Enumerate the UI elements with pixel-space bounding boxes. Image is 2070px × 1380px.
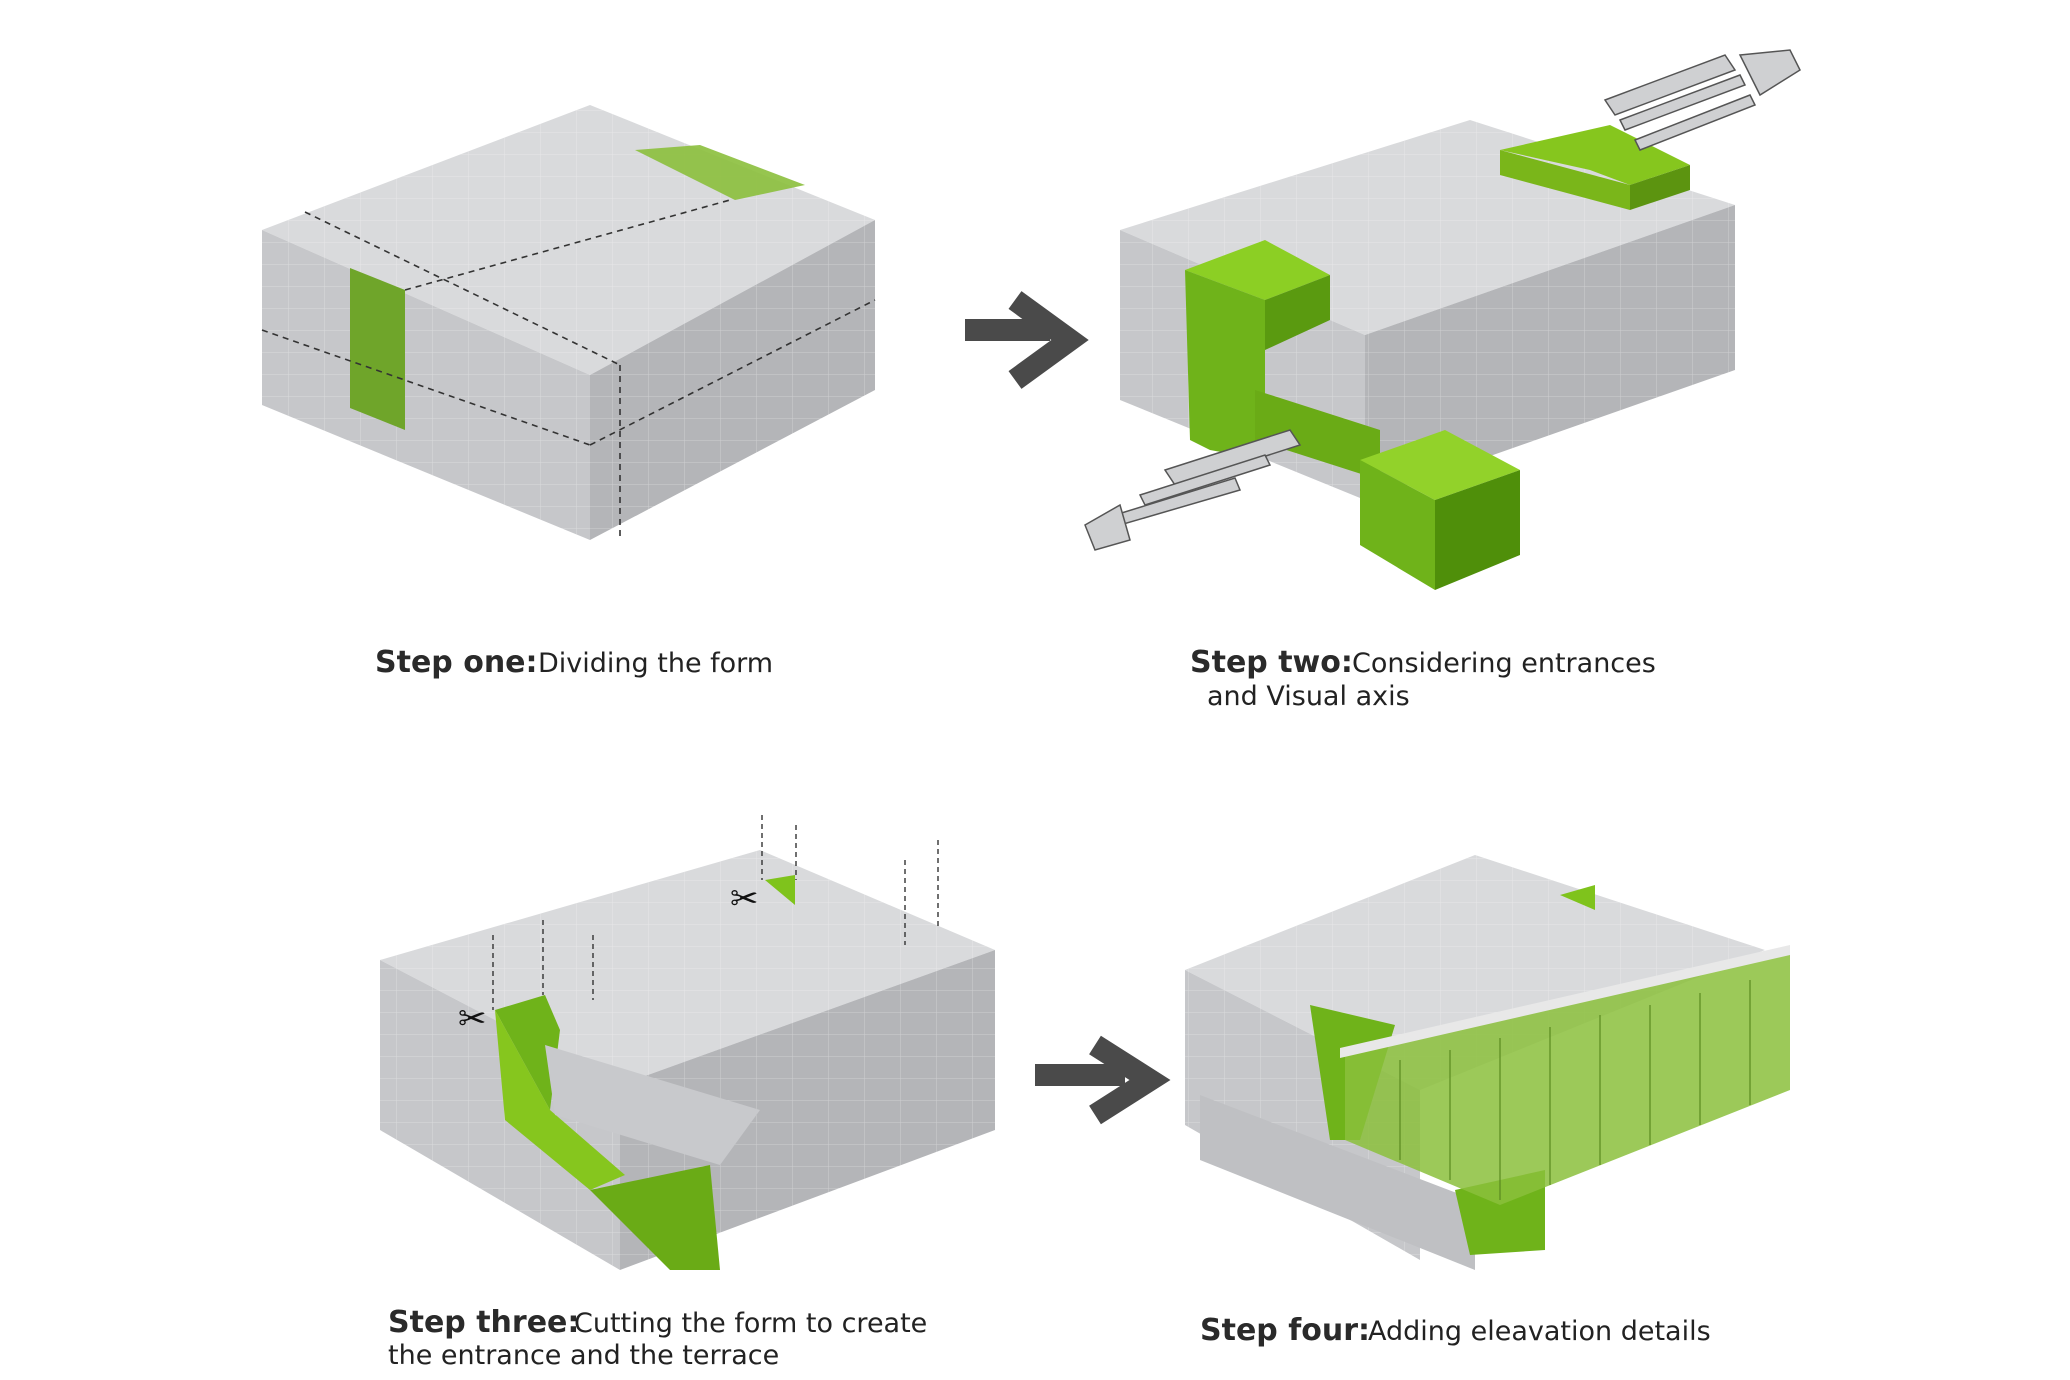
step-two-model — [1120, 120, 1735, 590]
green-strip-left — [350, 268, 405, 430]
step-four-label: Step four: — [1200, 1313, 1370, 1348]
green-roof-volume — [1500, 125, 1690, 185]
green-strip-top — [635, 145, 805, 200]
step-three-model: ✂ ✂ — [380, 815, 995, 1270]
step-one-label: Step one: — [375, 645, 538, 680]
caption-step-one: Step one: Dividing the form — [375, 645, 773, 680]
caption-step-two: Step two: Considering entrances and Visu… — [1190, 645, 1656, 712]
step-three-text: Cutting the form to create — [574, 1308, 927, 1339]
step-two-text: Considering entrances — [1352, 648, 1656, 679]
step-four-text: Adding eleavation details — [1368, 1316, 1711, 1347]
step-three-text-line2: the entrance and the terrace — [388, 1340, 779, 1371]
arrow-right-icon — [1035, 1035, 1171, 1125]
scissors-icon: ✂ — [458, 999, 487, 1039]
step-two-text-line2: and Visual axis — [1207, 681, 1410, 712]
step-one-text: Dividing the form — [538, 648, 773, 679]
step-two-label: Step two: — [1190, 645, 1353, 680]
visual-axis-arrow-icon — [1084, 49, 1801, 551]
green-cut-terrace — [765, 875, 795, 905]
caption-step-four: Step four: Adding eleavation details — [1200, 1313, 1711, 1348]
green-cut-entrance — [495, 995, 560, 1110]
step-one-model — [261, 105, 876, 540]
green-entrance-volume — [1185, 240, 1330, 300]
step-three-label: Step three: — [388, 1305, 579, 1340]
scissors-icon: ✂ — [730, 879, 759, 919]
arrow-right-icon — [965, 291, 1089, 389]
step-four-model — [1185, 855, 1790, 1270]
caption-step-three: Step three: Cutting the form to create t… — [388, 1305, 927, 1371]
green-facade-screen — [1345, 950, 1790, 1205]
